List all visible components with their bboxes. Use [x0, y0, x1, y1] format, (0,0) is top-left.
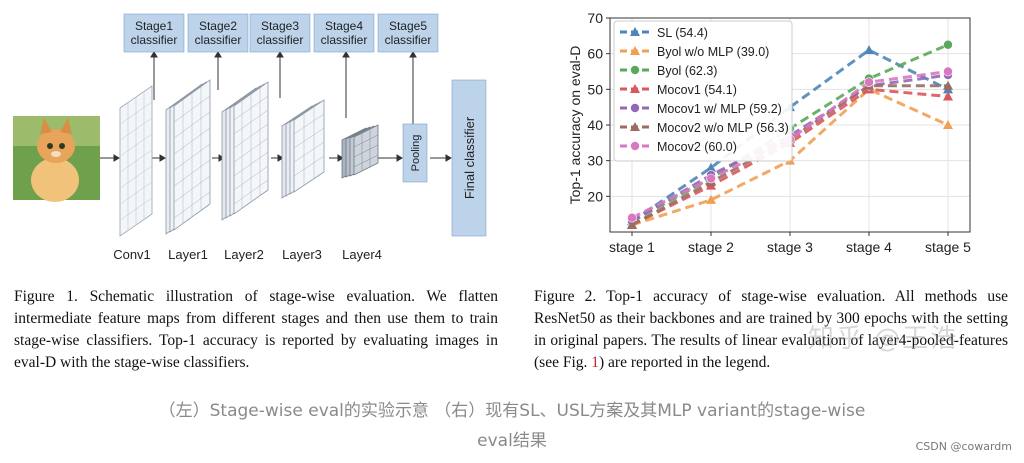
series-point: [943, 120, 953, 129]
layer-label-row: Conv1 Layer1 Layer2 Layer3 Layer4: [113, 247, 382, 262]
legend-marker: [630, 65, 640, 75]
pooling-box: [402, 123, 428, 183]
stage2-label-line1: Stage2: [199, 19, 237, 33]
y-tick-label: 20: [587, 188, 603, 204]
legend-label: Byol w/o MLP (39.0): [657, 45, 769, 59]
layer-label-layer2: Layer2: [224, 247, 264, 262]
legend-item: Mocov2 (60.0): [620, 140, 737, 154]
series-point: [706, 162, 716, 172]
conv1-feature-map: [119, 85, 153, 237]
y-tick-label: 70: [587, 10, 603, 26]
final-classifier-box: [451, 79, 487, 237]
series-point: [943, 80, 953, 90]
legend-label: Mocov1 (54.1): [657, 83, 737, 97]
series-point: [706, 194, 716, 204]
cat-input-image: [13, 116, 100, 202]
y-tick-label: 30: [587, 153, 603, 169]
series-line: [631, 87, 949, 227]
series-point: [627, 219, 637, 229]
legend-label: Mocov2 w/o MLP (56.3): [657, 121, 789, 135]
layer-label-layer1: Layer1: [168, 247, 208, 262]
x-tick-label: stage 5: [925, 239, 971, 255]
series-point: [943, 39, 953, 50]
legend-label: Mocov1 w/ MLP (59.2): [657, 102, 782, 116]
series-point: [864, 45, 874, 55]
chinese-caption-line-2: eval结果: [477, 431, 547, 451]
stage4-label-line2: classifier: [321, 33, 368, 47]
x-tick-label: stage 2: [688, 239, 734, 255]
stage-classifier-row: Stage1classifierStage2classifierStage3cl…: [123, 13, 439, 53]
legend-label: SL (54.4): [657, 26, 708, 40]
stage5-label-line2: classifier: [385, 33, 432, 47]
legend-marker: [630, 103, 640, 113]
zhihu-watermark: 知乎 @王浩: [808, 324, 959, 354]
legend-label: Byol (62.3): [657, 64, 717, 78]
figure-2-caption-text-b: ) are reported in the legend.: [599, 354, 771, 371]
legend-marker: [630, 27, 640, 36]
stage4-label-line1: Stage4: [325, 19, 363, 33]
csdn-credit: CSDN @cowardm: [915, 440, 1012, 453]
legend-label: Mocov2 (60.0): [657, 140, 737, 154]
chart-legend: SL (54.4) Byol w/o MLP (39.0) Byol (62.3) M…: [613, 20, 793, 162]
figure-2-line-chart: 20 30 40 50 60 70 stage 1 stage 2 stage 3 stage 4…: [567, 10, 971, 255]
layer1-feature-map: [165, 79, 211, 235]
x-tick-label: stage 3: [767, 239, 813, 255]
stage3-label-line1: Stage3: [261, 19, 299, 33]
legend-marker: [630, 46, 640, 55]
layer2-feature-map: [221, 81, 269, 221]
stage3-label-line2: classifier: [257, 33, 304, 47]
figure-1-schematic: Pooling Final classifier Stage1classifie…: [13, 13, 487, 262]
legend-marker: [630, 84, 640, 93]
figure-1-caption-text: Schematic illustration of stage-wise eva…: [14, 288, 498, 371]
figure-1-caption: Figure 1. Schematic illustration of stag…: [14, 286, 498, 374]
series-point: [943, 66, 953, 77]
y-tick-label: 40: [587, 117, 603, 133]
legend-item: Mocov2 w/o MLP (56.3): [620, 121, 789, 135]
stage2-label-line2: classifier: [195, 33, 242, 47]
chinese-caption: （左）Stage-wise eval的实验示意 （右）现有SL、USL方案及其M…: [0, 396, 1024, 456]
x-tick-label: stage 4: [846, 239, 892, 255]
pooling-label: Pooling: [410, 135, 422, 172]
stage1-label-line1: Stage1: [135, 19, 173, 33]
x-tick-label: stage 1: [609, 239, 655, 255]
stage5-label-line1: Stage5: [389, 19, 427, 33]
figure-2-caption-label: Figure 2.: [534, 288, 597, 305]
layer-label-layer3: Layer3: [282, 247, 322, 262]
figure-1-caption-label: Figure 1.: [14, 288, 78, 305]
figure-2-caption-text-a: Top-1 accuracy of stage-wise evaluation.…: [534, 288, 1008, 371]
chinese-caption-line-1: （左）Stage-wise eval的实验示意 （右）现有SL、USL方案及其M…: [158, 401, 866, 421]
legend-marker: [630, 122, 640, 131]
legend-item: Mocov1 w/ MLP (59.2): [620, 102, 782, 116]
series-point: [627, 212, 637, 223]
legend-item: Byol w/o MLP (39.0): [620, 45, 769, 59]
stage1-label-line2: classifier: [131, 33, 178, 47]
series-point: [706, 173, 716, 184]
layer4-feature-map: [341, 124, 379, 179]
layer-label-conv1: Conv1: [113, 247, 151, 262]
legend-item: Mocov1 (54.1): [620, 83, 737, 97]
series-point: [943, 91, 953, 101]
y-tick-label: 50: [587, 81, 603, 97]
series-point: [864, 77, 874, 87]
legend-item: Byol (62.3): [620, 64, 717, 78]
y-axis-label: Top-1 accuracy on eval-D: [567, 46, 583, 205]
flow-arrows: [100, 51, 452, 162]
layer3-feature-map: [281, 99, 325, 199]
legend-item: SL (54.4): [620, 26, 708, 40]
final-classifier-label: Final classifier: [462, 116, 477, 199]
layer-label-layer4: Layer4: [342, 247, 382, 262]
series-line: [631, 84, 948, 227]
y-tick-label: 60: [587, 46, 603, 62]
figure-2-caption: Figure 2. Top-1 accuracy of stage-wise e…: [534, 286, 1008, 374]
series-line: [631, 48, 949, 223]
figure-ref-link[interactable]: 1: [591, 354, 600, 371]
legend-marker: [630, 141, 640, 151]
